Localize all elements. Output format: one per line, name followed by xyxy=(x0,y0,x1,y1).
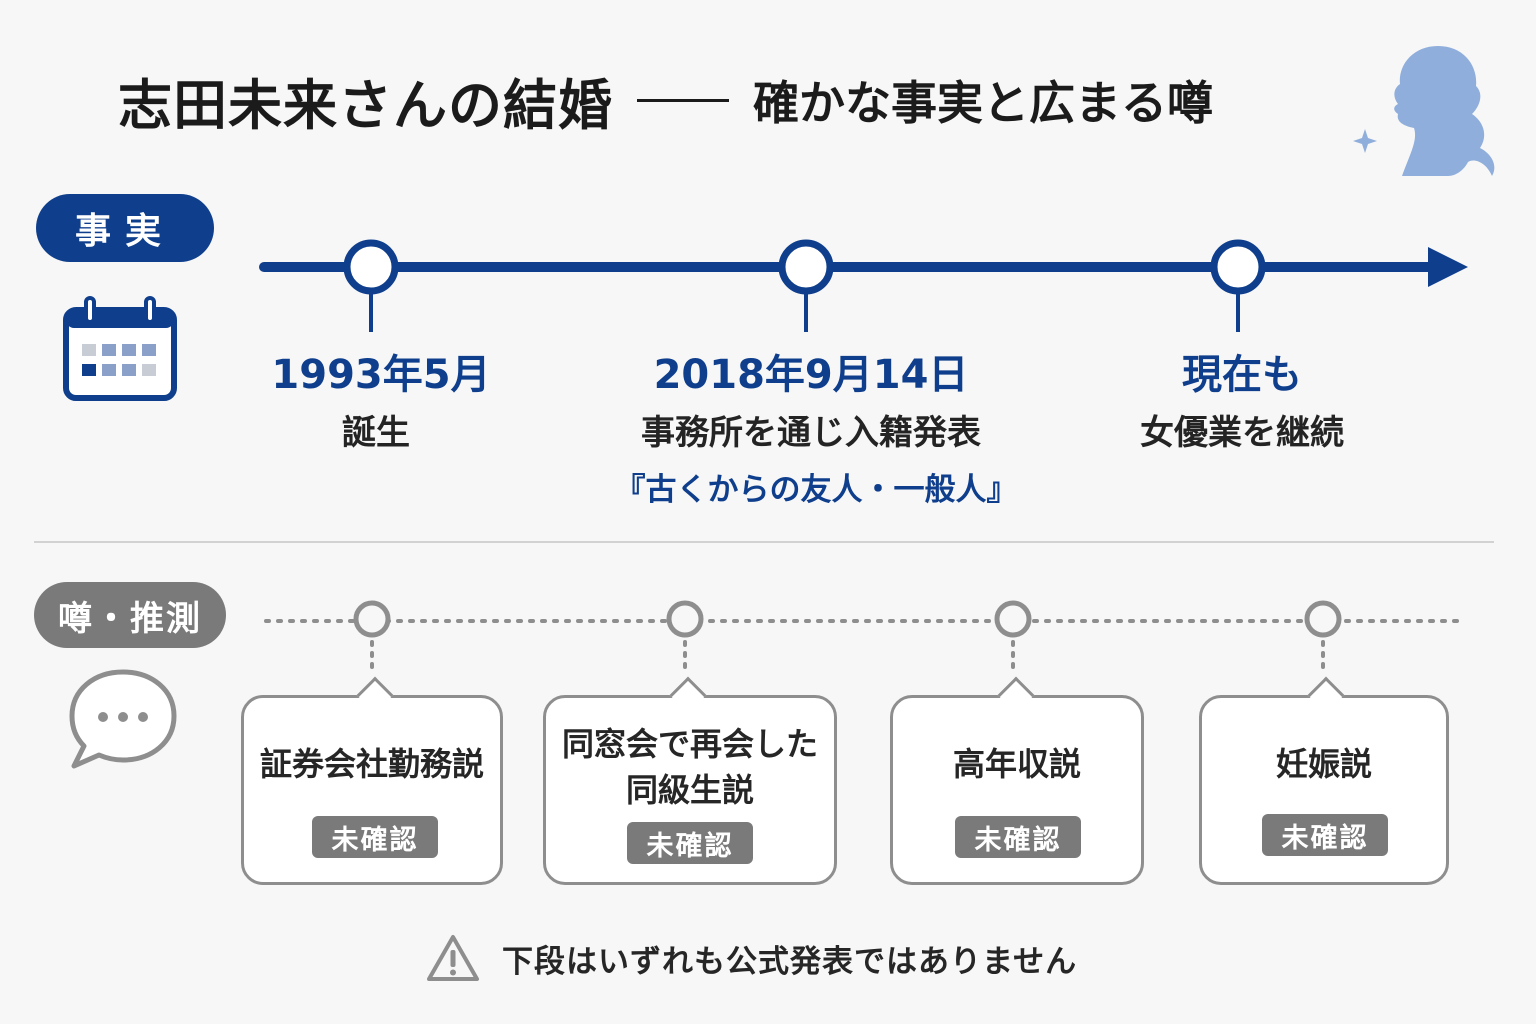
rumor-3-text: 高年収説 xyxy=(952,745,1081,783)
fact-1-desc: 誕生 xyxy=(342,413,410,453)
rumor-1-text: 証券会社勤務説 xyxy=(259,745,484,783)
rumor-node-3 xyxy=(994,600,1032,674)
calendar-icon xyxy=(63,296,177,401)
fact-3-date: 現在も xyxy=(1182,352,1302,398)
rumor-section-label: 噂・推測 xyxy=(34,582,226,648)
fact-2-note: 『古くからの友人・一般人』 xyxy=(614,472,1018,508)
fact-timeline-arrowhead xyxy=(1428,247,1468,287)
fact-node-1 xyxy=(343,239,399,332)
rumor-node-1 xyxy=(353,600,391,674)
rumor-card-3: 高年収説 未確認 xyxy=(890,676,1144,885)
rumor-card-pointer xyxy=(356,676,394,714)
rumor-card-pointer xyxy=(1307,676,1345,714)
rumor-4-status-badge: 未確認 xyxy=(1262,814,1388,856)
rumor-4-text: 妊娠説 xyxy=(1275,745,1372,783)
rumor-card-4: 妊娠説 未確認 xyxy=(1199,676,1449,885)
fact-2-date: 2018年9月14日 xyxy=(653,352,969,398)
footer-disclaimer: 下段はいずれも公式発表ではありません xyxy=(426,930,1146,986)
fact-2-desc: 事務所を通じ入籍発表 xyxy=(641,413,981,453)
rumor-node-2 xyxy=(666,600,704,674)
speech-bubble-icon xyxy=(69,669,177,769)
rumor-2-status-badge: 未確認 xyxy=(627,822,753,864)
rumor-1-status-badge: 未確認 xyxy=(312,816,438,858)
rumor-card-pointer xyxy=(997,676,1035,714)
woman-silhouette-icon xyxy=(1353,46,1495,176)
title-subtitle: 確かな事実と広まる噂 xyxy=(753,76,1213,130)
title-dash xyxy=(637,98,729,102)
fact-3-desc: 女優業を継続 xyxy=(1140,413,1344,453)
rumor-node-4 xyxy=(1304,600,1342,674)
rumor-card-1: 証券会社勤務説 未確認 xyxy=(241,676,503,885)
fact-node-2 xyxy=(778,239,834,332)
warning-icon xyxy=(427,935,479,981)
rumor-2-text-line2: 同級生説 xyxy=(625,771,754,809)
page-title: 志田未来さんの結婚 確かな事実と広まる噂 xyxy=(118,60,1378,140)
rumor-card-pointer xyxy=(669,676,707,714)
fact-node-3 xyxy=(1210,239,1266,332)
title-main: 志田未来さんの結婚 xyxy=(118,73,613,137)
fact-section-label: 事実 xyxy=(36,194,214,262)
rumor-2-text-line1: 同窓会で再会した xyxy=(561,725,818,763)
rumor-3-status-badge: 未確認 xyxy=(955,816,1081,858)
section-divider xyxy=(34,541,1494,543)
footer-note-text: 下段はいずれも公式発表ではありません xyxy=(502,943,1078,980)
fact-1-date: 1993年5月 xyxy=(271,352,491,398)
rumor-card-2: 同窓会で再会した 同級生説 未確認 xyxy=(543,676,837,885)
